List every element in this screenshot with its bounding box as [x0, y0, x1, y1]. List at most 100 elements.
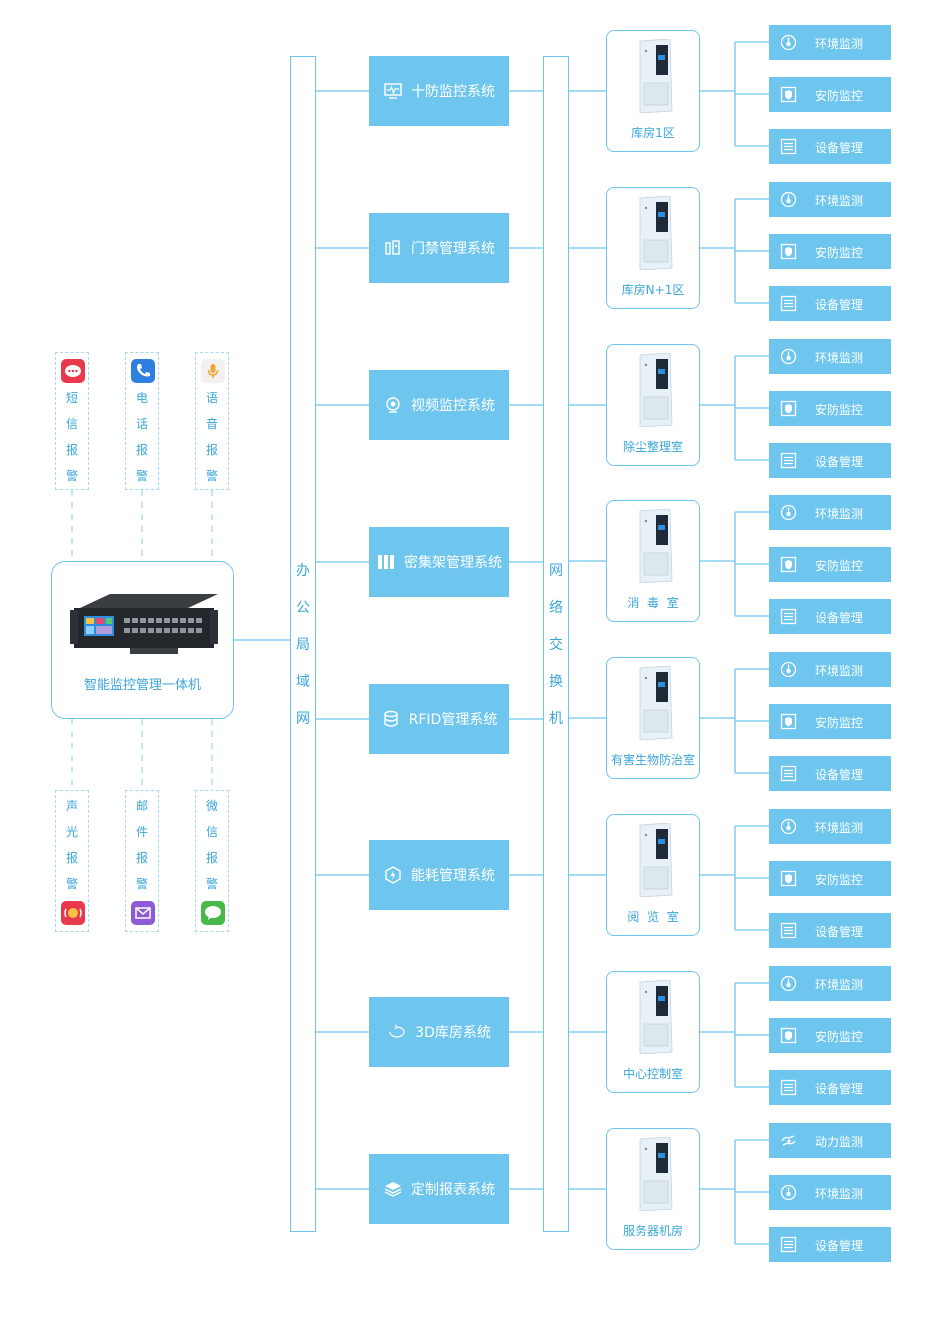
function-box[interactable]: 设备管理 [769, 913, 891, 948]
device-list-icon [780, 138, 797, 155]
room-label: 库房1区 [631, 126, 675, 140]
room-label: 除尘整理室 [622, 440, 683, 454]
env-monitor-icon [780, 348, 797, 365]
room-box[interactable]: 库房1区 [606, 30, 700, 152]
function-label: 设备管理 [815, 455, 864, 469]
function-label: 环境监测 [815, 507, 864, 521]
function-box[interactable]: 环境监测 [769, 966, 891, 1001]
function-box[interactable]: 环境监测 [769, 182, 891, 217]
function-box[interactable]: 安防监控 [769, 234, 891, 269]
security-shield-icon [780, 870, 797, 887]
monitor-icon [383, 81, 403, 101]
sms-alarm[interactable]: 短 信 报 警 [55, 352, 89, 490]
function-label: 环境监测 [815, 821, 864, 835]
room-box[interactable]: 消 毒 室 [606, 500, 700, 622]
device-list-icon [780, 1236, 797, 1253]
function-box[interactable]: 环境监测 [769, 1175, 891, 1210]
alarm-char: 语 [205, 391, 218, 405]
lan-char: 域 [296, 674, 310, 690]
mail-alarm[interactable]: 邮 件 报 警 [125, 790, 159, 932]
alarm-char: 警 [205, 469, 218, 483]
database-icon [381, 709, 401, 729]
device-list-icon [780, 1079, 797, 1096]
phone-alarm[interactable]: 电 话 报 警 [125, 352, 159, 490]
function-label: 环境监测 [815, 351, 864, 365]
function-box[interactable]: 环境监测 [769, 495, 891, 530]
function-box[interactable]: 设备管理 [769, 1227, 891, 1262]
system-box-rfid[interactable]: RFID管理系统 [369, 684, 509, 754]
system-label: 3D库房系统 [415, 1025, 491, 1041]
function-box[interactable]: 环境监测 [769, 25, 891, 60]
room-label: 中心控制室 [622, 1067, 683, 1081]
alarm-char: 警 [65, 469, 78, 483]
room-box[interactable]: 阅 览 室 [606, 814, 700, 936]
function-box[interactable]: 设备管理 [769, 1070, 891, 1105]
function-box[interactable]: 环境监测 [769, 339, 891, 374]
alarm-char: 警 [65, 877, 78, 891]
function-box[interactable]: 安防监控 [769, 704, 891, 739]
system-box-energy[interactable]: 能耗管理系统 [369, 840, 509, 910]
security-shield-icon [780, 1027, 797, 1044]
function-box[interactable]: 安防监控 [769, 547, 891, 582]
security-shield-icon [780, 556, 797, 573]
system-label: 密集架管理系统 [404, 555, 502, 571]
lan-char: 办 [296, 563, 310, 579]
function-label: 设备管理 [815, 925, 864, 939]
function-box[interactable]: 设备管理 [769, 286, 891, 321]
system-label: 门禁管理系统 [411, 241, 495, 257]
office-lan-bar: 办 公 局 域 网 [290, 56, 316, 1232]
alarm-char: 微 [205, 799, 218, 813]
microphone-icon [201, 359, 225, 383]
function-label: 设备管理 [815, 141, 864, 155]
system-box-3d-warehouse[interactable]: 3D库房系统 [369, 997, 509, 1067]
room-label: 有害生物防治室 [610, 753, 695, 767]
function-box[interactable]: 环境监测 [769, 652, 891, 687]
main-device-box[interactable]: 智能监控管理一体机 [51, 561, 234, 719]
power-monitor-icon [780, 1132, 797, 1149]
function-label: 安防监控 [815, 716, 864, 730]
layers-icon [383, 1179, 403, 1199]
function-label: 动力监测 [815, 1135, 864, 1149]
system-box-custom-report[interactable]: 定制报表系统 [369, 1154, 509, 1224]
function-box[interactable]: 动力监测 [769, 1123, 891, 1158]
function-box[interactable]: 环境监测 [769, 809, 891, 844]
function-label: 设备管理 [815, 298, 864, 312]
function-box[interactable]: 设备管理 [769, 756, 891, 791]
system-label: 十防监控系统 [411, 84, 495, 100]
room-box[interactable]: 库房N+1区 [606, 187, 700, 309]
control-cabinet-icon [639, 666, 673, 740]
alarm-char: 邮 [135, 799, 148, 813]
control-cabinet-icon [639, 196, 673, 270]
function-label: 安防监控 [815, 403, 864, 417]
system-label: 定制报表系统 [411, 1182, 495, 1198]
system-box-compact-shelf[interactable]: 密集架管理系统 [369, 527, 509, 597]
function-box[interactable]: 设备管理 [769, 443, 891, 478]
function-box[interactable]: 设备管理 [769, 599, 891, 634]
wechat-alarm[interactable]: 微 信 报 警 [195, 790, 229, 932]
system-box-fire-prevention[interactable]: 十防监控系统 [369, 56, 509, 126]
function-box[interactable]: 安防监控 [769, 77, 891, 112]
function-label: 安防监控 [815, 89, 864, 103]
room-box[interactable]: 中心控制室 [606, 971, 700, 1093]
room-label: 库房N+1区 [621, 283, 685, 297]
device-list-icon [780, 295, 797, 312]
system-box-access-control[interactable]: 门禁管理系统 [369, 213, 509, 283]
function-label: 安防监控 [815, 1030, 864, 1044]
room-box[interactable]: 有害生物防治室 [606, 657, 700, 779]
alarm-char: 话 [135, 417, 148, 431]
security-shield-icon [780, 400, 797, 417]
room-box[interactable]: 服务器机房 [606, 1128, 700, 1250]
env-monitor-icon [780, 34, 797, 51]
function-box[interactable]: 安防监控 [769, 1018, 891, 1053]
function-box[interactable]: 安防监控 [769, 861, 891, 896]
alarm-char: 短 [65, 391, 78, 405]
camera-icon [383, 395, 403, 415]
network-switch-bar: 网 络 交 换 机 [543, 56, 569, 1232]
room-box[interactable]: 除尘整理室 [606, 344, 700, 466]
system-box-video[interactable]: 视频监控系统 [369, 370, 509, 440]
function-box[interactable]: 设备管理 [769, 129, 891, 164]
sound-light-alarm[interactable]: 声 光 报 警 [55, 790, 89, 932]
voice-alarm[interactable]: 语 音 报 警 [195, 352, 229, 490]
function-box[interactable]: 安防监控 [769, 391, 891, 426]
alarm-char: 报 [65, 851, 78, 865]
